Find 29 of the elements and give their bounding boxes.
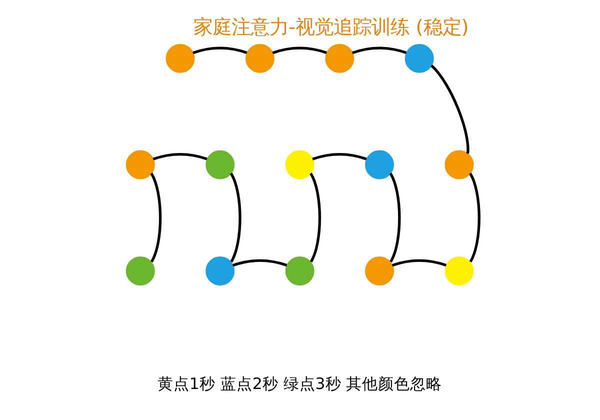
connector	[389, 172, 401, 262]
connector	[310, 172, 322, 262]
connector	[152, 153, 208, 160]
diagram-title: 家庭注意力-视觉追踪训练 (稳定)	[194, 15, 469, 38]
connector	[232, 259, 288, 267]
node-circle	[126, 150, 155, 180]
connector	[150, 172, 162, 262]
connector	[430, 64, 470, 154]
node-circle	[126, 256, 155, 286]
connector	[468, 172, 480, 262]
node-circle	[206, 150, 235, 180]
node-circle	[245, 44, 274, 73]
connector	[272, 46, 327, 54]
node-circle	[166, 44, 195, 73]
node-circle	[365, 150, 394, 180]
connector	[392, 259, 447, 267]
connector	[192, 46, 248, 54]
node-circle	[444, 256, 474, 286]
connector	[230, 172, 242, 262]
node-circle	[285, 150, 314, 180]
connector	[352, 46, 407, 54]
node-circle	[325, 44, 354, 73]
node-circle	[206, 256, 235, 286]
node-circle	[444, 150, 474, 180]
node-circle	[365, 256, 394, 286]
node-circle	[404, 44, 434, 73]
node-circle	[285, 256, 314, 286]
caption: 黄点1秒 蓝点2秒 绿点3秒 其他颜色忽略	[157, 374, 442, 394]
connector	[312, 153, 367, 160]
